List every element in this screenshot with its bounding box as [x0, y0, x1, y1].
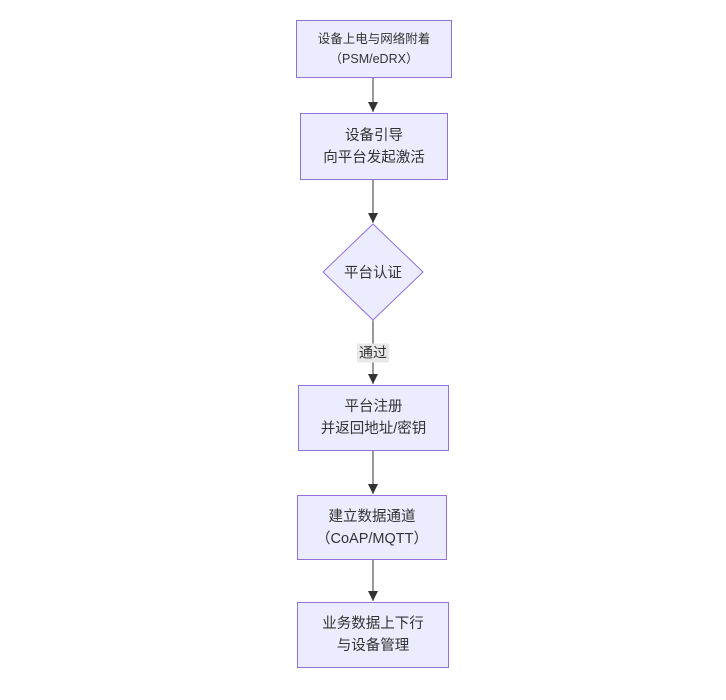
node-platform-auth-label: 平台认证	[344, 265, 402, 282]
node-bootstrap: 设备引导 向平台发起激活	[300, 113, 448, 180]
node-text-line: 设备上电与网络附着	[317, 32, 431, 46]
node-text-line: 并返回地址/密钥	[320, 421, 427, 437]
decision-diamond-shape	[322, 223, 424, 321]
node-text-line: 建立数据通道	[328, 508, 416, 525]
node-business-data: 业务数据上下行 与设备管理	[297, 602, 449, 668]
node-text-line: 业务数据上下行	[322, 616, 424, 632]
node-text-line: 向平台发起激活	[323, 149, 425, 166]
node-text-line: 与设备管理	[336, 638, 410, 654]
node-text-line: 平台注册	[344, 399, 403, 415]
node-power-attach: 设备上电与网络附着 （PSM/eDRX）	[296, 20, 452, 78]
edge-label-pass: 通过	[357, 343, 389, 363]
node-text-line: （CoAP/MQTT）	[316, 530, 428, 547]
node-data-channel: 建立数据通道 （CoAP/MQTT）	[297, 495, 447, 560]
node-text-line: （PSM/eDRX）	[329, 52, 419, 66]
node-platform-register: 平台注册 并返回地址/密钥	[298, 385, 449, 451]
node-text-line: 设备引导	[345, 127, 403, 144]
